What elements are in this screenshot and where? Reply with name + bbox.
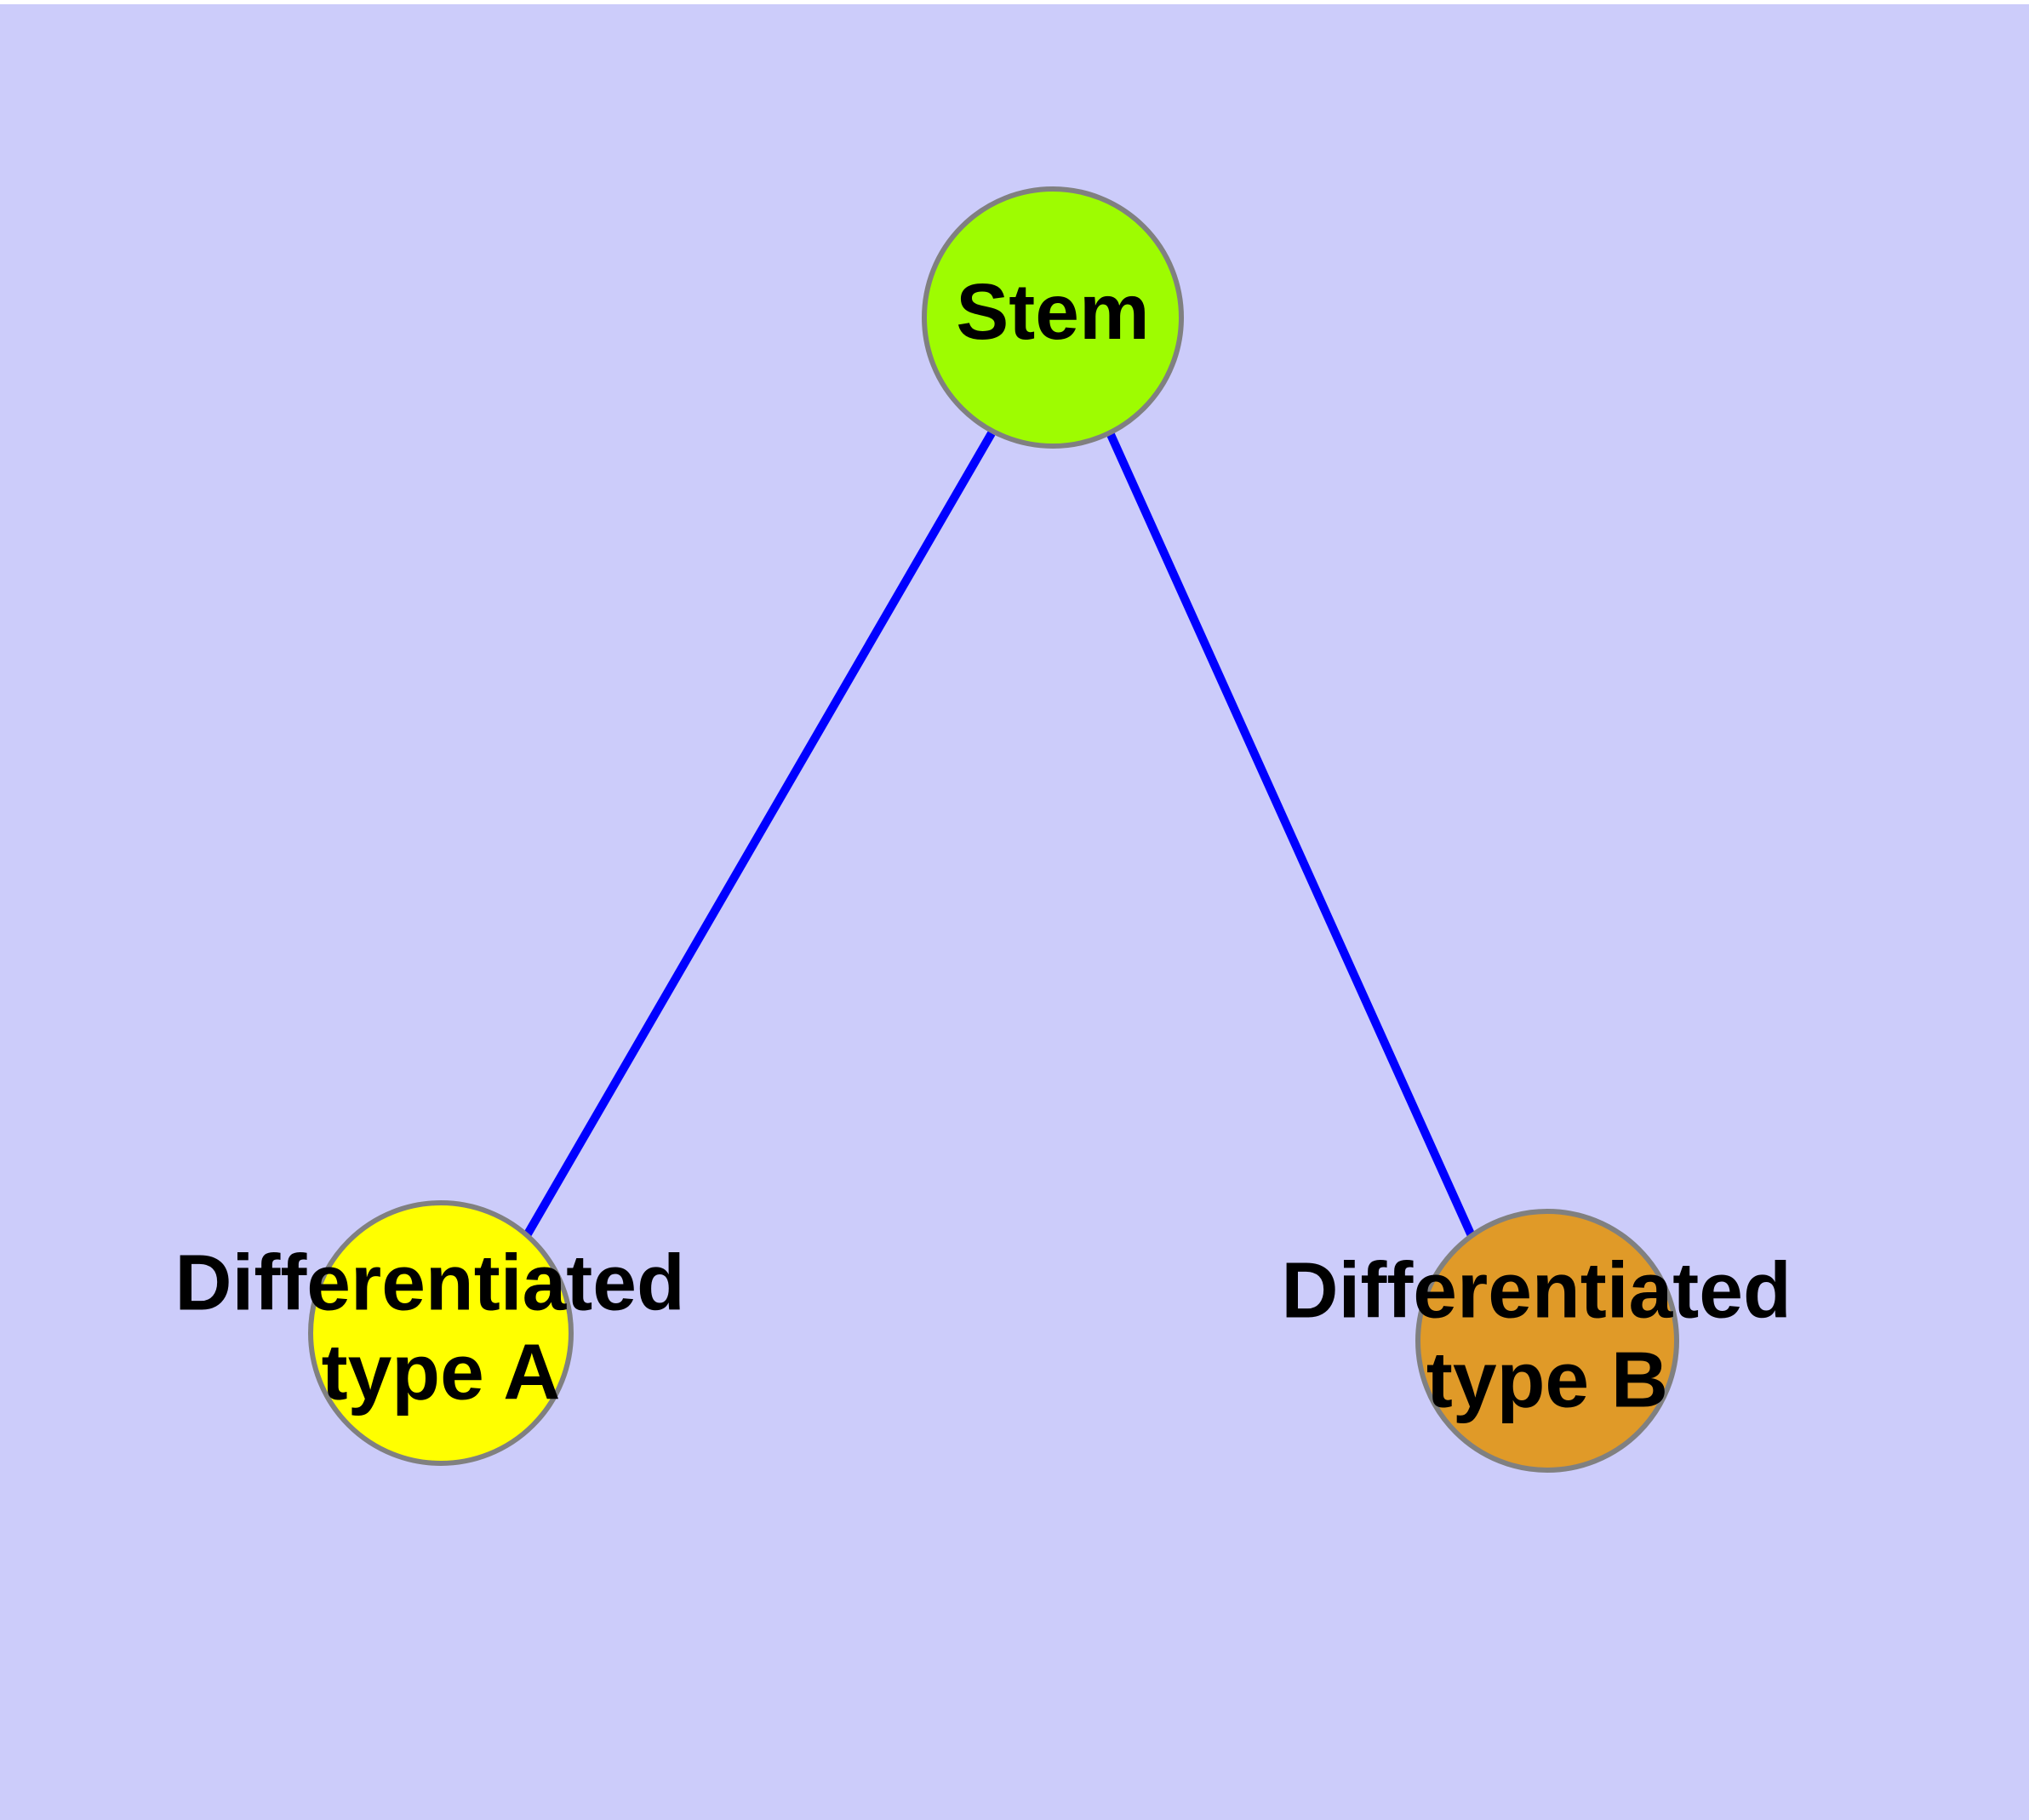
node-differentiated-type-b-label: Differentiated type B (1281, 1245, 1813, 1423)
node-stem[interactable]: Stem (922, 186, 1184, 449)
node-differentiated-type-a-label-line-1: Differentiated (174, 1238, 684, 1326)
node-differentiated-type-a-circle[interactable] (308, 1200, 574, 1466)
node-stem-circle[interactable] (922, 186, 1184, 449)
edge-layer (522, 428, 1477, 1240)
node-differentiated-type-a[interactable]: Differentiated type A (174, 1200, 706, 1466)
node-differentiated-type-b-circle[interactable] (1415, 1209, 1679, 1473)
node-differentiated-type-b-label-line-1: Differentiated (1281, 1245, 1791, 1334)
node-stem-label: Stem (956, 267, 1149, 356)
edge-stem-to-differentiated-type-a (522, 431, 996, 1239)
node-differentiated-type-a-label-line-2: type A (322, 1327, 561, 1416)
node-differentiated-type-a-label: Differentiated type A (174, 1238, 706, 1416)
node-differentiated-type-b-label-line-2: type B (1426, 1335, 1668, 1423)
edge-stem-to-differentiated-type-b (1105, 428, 1477, 1240)
node-differentiated-type-b[interactable]: Differentiated type B (1281, 1209, 1813, 1473)
node-stem-label-line-1: Stem (956, 267, 1149, 356)
node-layer: Stem Differentiated type A Differentiate… (174, 186, 1813, 1473)
